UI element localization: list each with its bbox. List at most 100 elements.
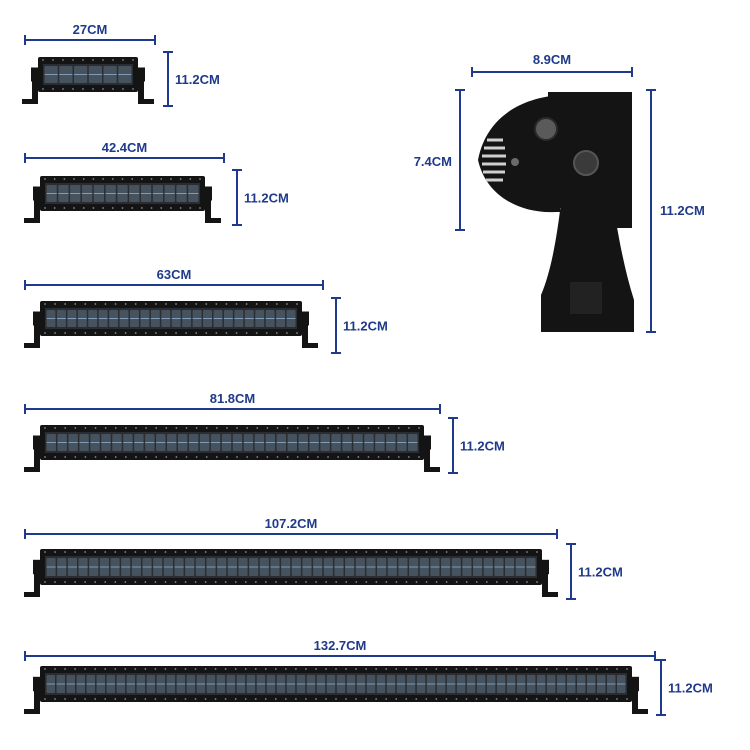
housing-screw — [286, 427, 289, 429]
housing-screw — [286, 332, 288, 334]
housing-screw — [54, 698, 56, 700]
housing-screw — [112, 88, 114, 90]
housing-screw — [555, 668, 558, 670]
housing-screw — [114, 698, 117, 700]
housing-screw — [585, 698, 588, 700]
housing-screw — [132, 59, 134, 61]
bracket-width-label: 8.9CM — [533, 52, 571, 67]
housing-screw — [54, 581, 56, 583]
housing-screw — [74, 456, 77, 458]
housing-rear-arc — [478, 95, 560, 213]
height-label: 11.2CM — [244, 191, 289, 206]
housing-screw — [495, 551, 498, 553]
housing-screw — [305, 581, 307, 583]
housing-screw — [465, 551, 468, 553]
housing-screw — [72, 59, 74, 61]
housing-screw — [134, 668, 137, 670]
housing-screw — [418, 427, 420, 429]
housing-screw — [256, 456, 259, 458]
housing-screw — [585, 668, 588, 670]
housing-screw — [134, 581, 137, 583]
housing-screw — [214, 581, 217, 583]
housing-screw — [134, 551, 137, 553]
housing-screw — [234, 551, 237, 553]
housing-screw — [144, 332, 147, 334]
housing-screw — [335, 551, 338, 553]
housing-screw — [296, 332, 298, 334]
mounting-bracket-leg — [541, 150, 634, 332]
housing-screw — [275, 303, 278, 305]
housing-screw — [204, 698, 207, 700]
housing-screw — [266, 456, 269, 458]
housing-screw — [425, 551, 428, 553]
housing-screw — [174, 668, 177, 670]
housing-screw — [64, 698, 66, 700]
housing-screw — [73, 178, 75, 180]
housing-screw — [195, 303, 198, 305]
lens-panel — [45, 432, 419, 453]
housing-screw — [286, 303, 288, 305]
housing-screw — [276, 456, 279, 458]
housing-screw — [179, 178, 182, 180]
housing-screw — [485, 668, 488, 670]
housing-screw — [296, 427, 299, 429]
housing-screw — [455, 668, 458, 670]
housing-screw — [102, 88, 104, 90]
housing-screw — [535, 698, 538, 700]
housing-screw — [355, 581, 358, 583]
housing-screw — [44, 427, 46, 429]
housing-screw — [174, 551, 177, 553]
housing-screw — [545, 698, 548, 700]
housing-screw — [626, 668, 628, 670]
housing-screw — [132, 88, 134, 90]
housing-screw — [395, 668, 398, 670]
housing-screw — [104, 581, 107, 583]
length-label: 81.8CM — [210, 391, 256, 406]
mounting-foot-right — [542, 567, 558, 597]
housing-screw — [121, 178, 124, 180]
housing-screw — [415, 551, 418, 553]
housing-screw — [64, 332, 67, 334]
housing-screw — [545, 668, 548, 670]
housing-screw — [224, 698, 227, 700]
housing-screw — [54, 456, 57, 458]
housing-screw — [114, 581, 117, 583]
housing-screw — [165, 427, 168, 429]
housing-screw — [475, 698, 478, 700]
housing-screw — [92, 207, 95, 209]
housing-screw — [104, 332, 107, 334]
housing-screw — [315, 698, 317, 700]
housing-screw — [244, 581, 247, 583]
housing-screw — [226, 427, 228, 429]
housing-screw — [435, 698, 438, 700]
housing-screw — [63, 207, 66, 209]
housing-screw — [164, 581, 167, 583]
housing-screw — [244, 668, 247, 670]
housing-screw — [164, 698, 167, 700]
housing-screw — [160, 207, 163, 209]
housing-screw — [315, 581, 318, 583]
housing-screw — [365, 698, 368, 700]
housing-screw — [254, 668, 257, 670]
housing-screw — [104, 551, 107, 553]
housing-screw — [84, 456, 87, 458]
housing-screw — [44, 698, 46, 700]
housing-screw — [122, 59, 124, 61]
housing-screw — [144, 668, 147, 670]
housing-screw — [235, 303, 238, 305]
housing-screw — [64, 551, 66, 553]
length-label: 42.4CM — [102, 140, 148, 155]
housing-screw — [536, 581, 538, 583]
housing-screw — [104, 668, 107, 670]
mounting-foot-right — [205, 193, 221, 223]
housing-screw — [256, 427, 259, 429]
housing-screw — [266, 427, 269, 429]
housing-screw — [445, 551, 448, 553]
bracket-foot-slot — [570, 282, 602, 314]
housing-screw — [53, 178, 56, 180]
housing-screw — [536, 551, 538, 553]
housing-screw — [134, 303, 137, 305]
housing-screw — [104, 303, 107, 305]
housing-screw — [74, 551, 77, 553]
